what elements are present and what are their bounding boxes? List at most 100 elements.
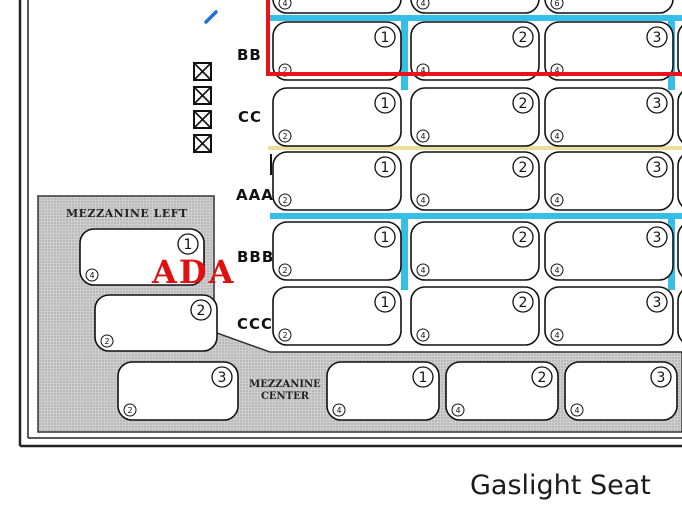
table-cc-2[interactable]: 24: [410, 87, 540, 147]
table-capacity-badge: [550, 0, 564, 10]
table-partial-edge[interactable]: [677, 222, 682, 280]
table-number-badge: [374, 156, 396, 178]
aisle-horizontal: [270, 213, 682, 219]
aisle-vertical: [401, 216, 408, 290]
table-partial-edge[interactable]: [677, 22, 682, 80]
table-number-badge: [412, 366, 434, 388]
table-number-badge: [512, 226, 534, 248]
table-capacity: 4: [420, 196, 425, 205]
table-partial-edge[interactable]: [677, 88, 682, 146]
table-capacity: 4: [574, 406, 579, 415]
table-number-badge: [646, 26, 668, 48]
table-number-badge: [646, 291, 668, 313]
table-aaa-2[interactable]: 24: [410, 151, 540, 211]
table-number: 2: [519, 230, 528, 246]
table-capacity-badge: [416, 0, 430, 10]
table-capacity-badge: [550, 263, 564, 277]
table-mezzanine-left-3[interactable]: 32: [117, 361, 239, 421]
table-bb-2[interactable]: 24: [410, 21, 540, 81]
table-cc-3[interactable]: 34: [544, 87, 674, 147]
table-number-badge: [190, 299, 212, 321]
table-bb-3[interactable]: 34: [544, 21, 674, 81]
divider-line: [268, 146, 682, 150]
table-bbb-3[interactable]: 34: [544, 221, 674, 281]
table-capacity: 4: [420, 266, 425, 275]
table-capacity-badge: [278, 263, 292, 277]
table-capacity: 2: [282, 66, 287, 75]
table-capacity-badge: [416, 193, 430, 207]
table-mezzanine-left-2[interactable]: 22: [94, 294, 218, 352]
table-capacity-badge: [416, 328, 430, 342]
row-label-cc: CC: [238, 108, 263, 126]
table-capacity: 4: [420, 132, 425, 141]
table-capacity: 4: [282, 0, 287, 8]
table-number: 1: [419, 370, 428, 386]
table-row-top-partial[interactable]: 4: [272, 0, 402, 14]
table-mezzanine-center-1[interactable]: 14: [326, 361, 440, 421]
table-row-top-partial[interactable]: 6: [544, 0, 674, 14]
table-ccc-3[interactable]: 34: [544, 286, 674, 346]
table-capacity: 4: [554, 331, 559, 340]
table-capacity-badge: [278, 0, 292, 10]
table-number-badge: [211, 366, 233, 388]
table-bbb-1[interactable]: 12: [272, 221, 402, 281]
table-capacity-badge: [100, 334, 114, 348]
table-capacity: 2: [127, 406, 132, 415]
table-capacity-badge: [570, 403, 584, 417]
checkbox-icons: [193, 62, 212, 153]
table-partial-edge[interactable]: [677, 287, 682, 345]
table-number-badge: [646, 156, 668, 178]
table-number: 3: [653, 230, 662, 246]
table-capacity: 4: [420, 66, 425, 75]
table-capacity: 4: [554, 132, 559, 141]
table-capacity: 4: [420, 331, 425, 340]
table-mezzanine-center-3[interactable]: 34: [564, 361, 678, 421]
aisle-horizontal: [270, 15, 682, 21]
table-capacity: 2: [282, 266, 287, 275]
table-capacity: 4: [420, 0, 425, 8]
table-number-badge: [177, 233, 199, 255]
page-caption: Gaslight Seat: [470, 470, 651, 501]
table-bb-1[interactable]: 12: [272, 21, 402, 81]
table-number: 3: [653, 96, 662, 112]
table-ccc-2[interactable]: 24: [410, 286, 540, 346]
table-number: 2: [519, 160, 528, 176]
table-capacity: 6: [554, 0, 559, 8]
table-capacity: 4: [336, 406, 341, 415]
table-number-badge: [374, 226, 396, 248]
table-capacity-badge: [451, 403, 465, 417]
table-aaa-1[interactable]: 12: [272, 151, 402, 211]
table-capacity: 4: [554, 266, 559, 275]
table-ccc-1[interactable]: 12: [272, 286, 402, 346]
table-partial-edge[interactable]: [677, 152, 682, 210]
table-number: 1: [381, 295, 390, 311]
table-mezzanine-left-1[interactable]: 14: [79, 228, 205, 286]
table-capacity: 2: [282, 196, 287, 205]
row-label-bbb: BBB: [237, 248, 275, 266]
venue-frame: [18, 0, 682, 448]
table-capacity: 4: [554, 196, 559, 205]
table-capacity: 2: [104, 337, 109, 346]
table-capacity: 2: [282, 331, 287, 340]
table-cc-1[interactable]: 12: [272, 87, 402, 147]
table-number: 1: [184, 237, 193, 253]
highlight-box: [266, 0, 682, 76]
table-aaa-3[interactable]: 34: [544, 151, 674, 211]
section-label-mezzanine-left: MEZZANINE LEFT: [66, 207, 188, 220]
table-capacity-badge: [550, 193, 564, 207]
checked-box-icon: [193, 110, 212, 129]
table-number-badge: [374, 92, 396, 114]
table-row-top-partial[interactable]: 4: [410, 0, 540, 14]
table-capacity-badge: [278, 328, 292, 342]
table-mezzanine-center-2[interactable]: 24: [445, 361, 559, 421]
checked-box-icon: [193, 62, 212, 81]
table-bbb-2[interactable]: 24: [410, 221, 540, 281]
table-capacity-badge: [550, 129, 564, 143]
table-capacity-badge: [85, 268, 99, 282]
aisle-vertical: [401, 18, 408, 90]
table-number-badge: [512, 291, 534, 313]
table-number: 3: [218, 370, 227, 386]
section-label-mezzanine-center: MEZZANINE CENTER: [245, 379, 325, 403]
